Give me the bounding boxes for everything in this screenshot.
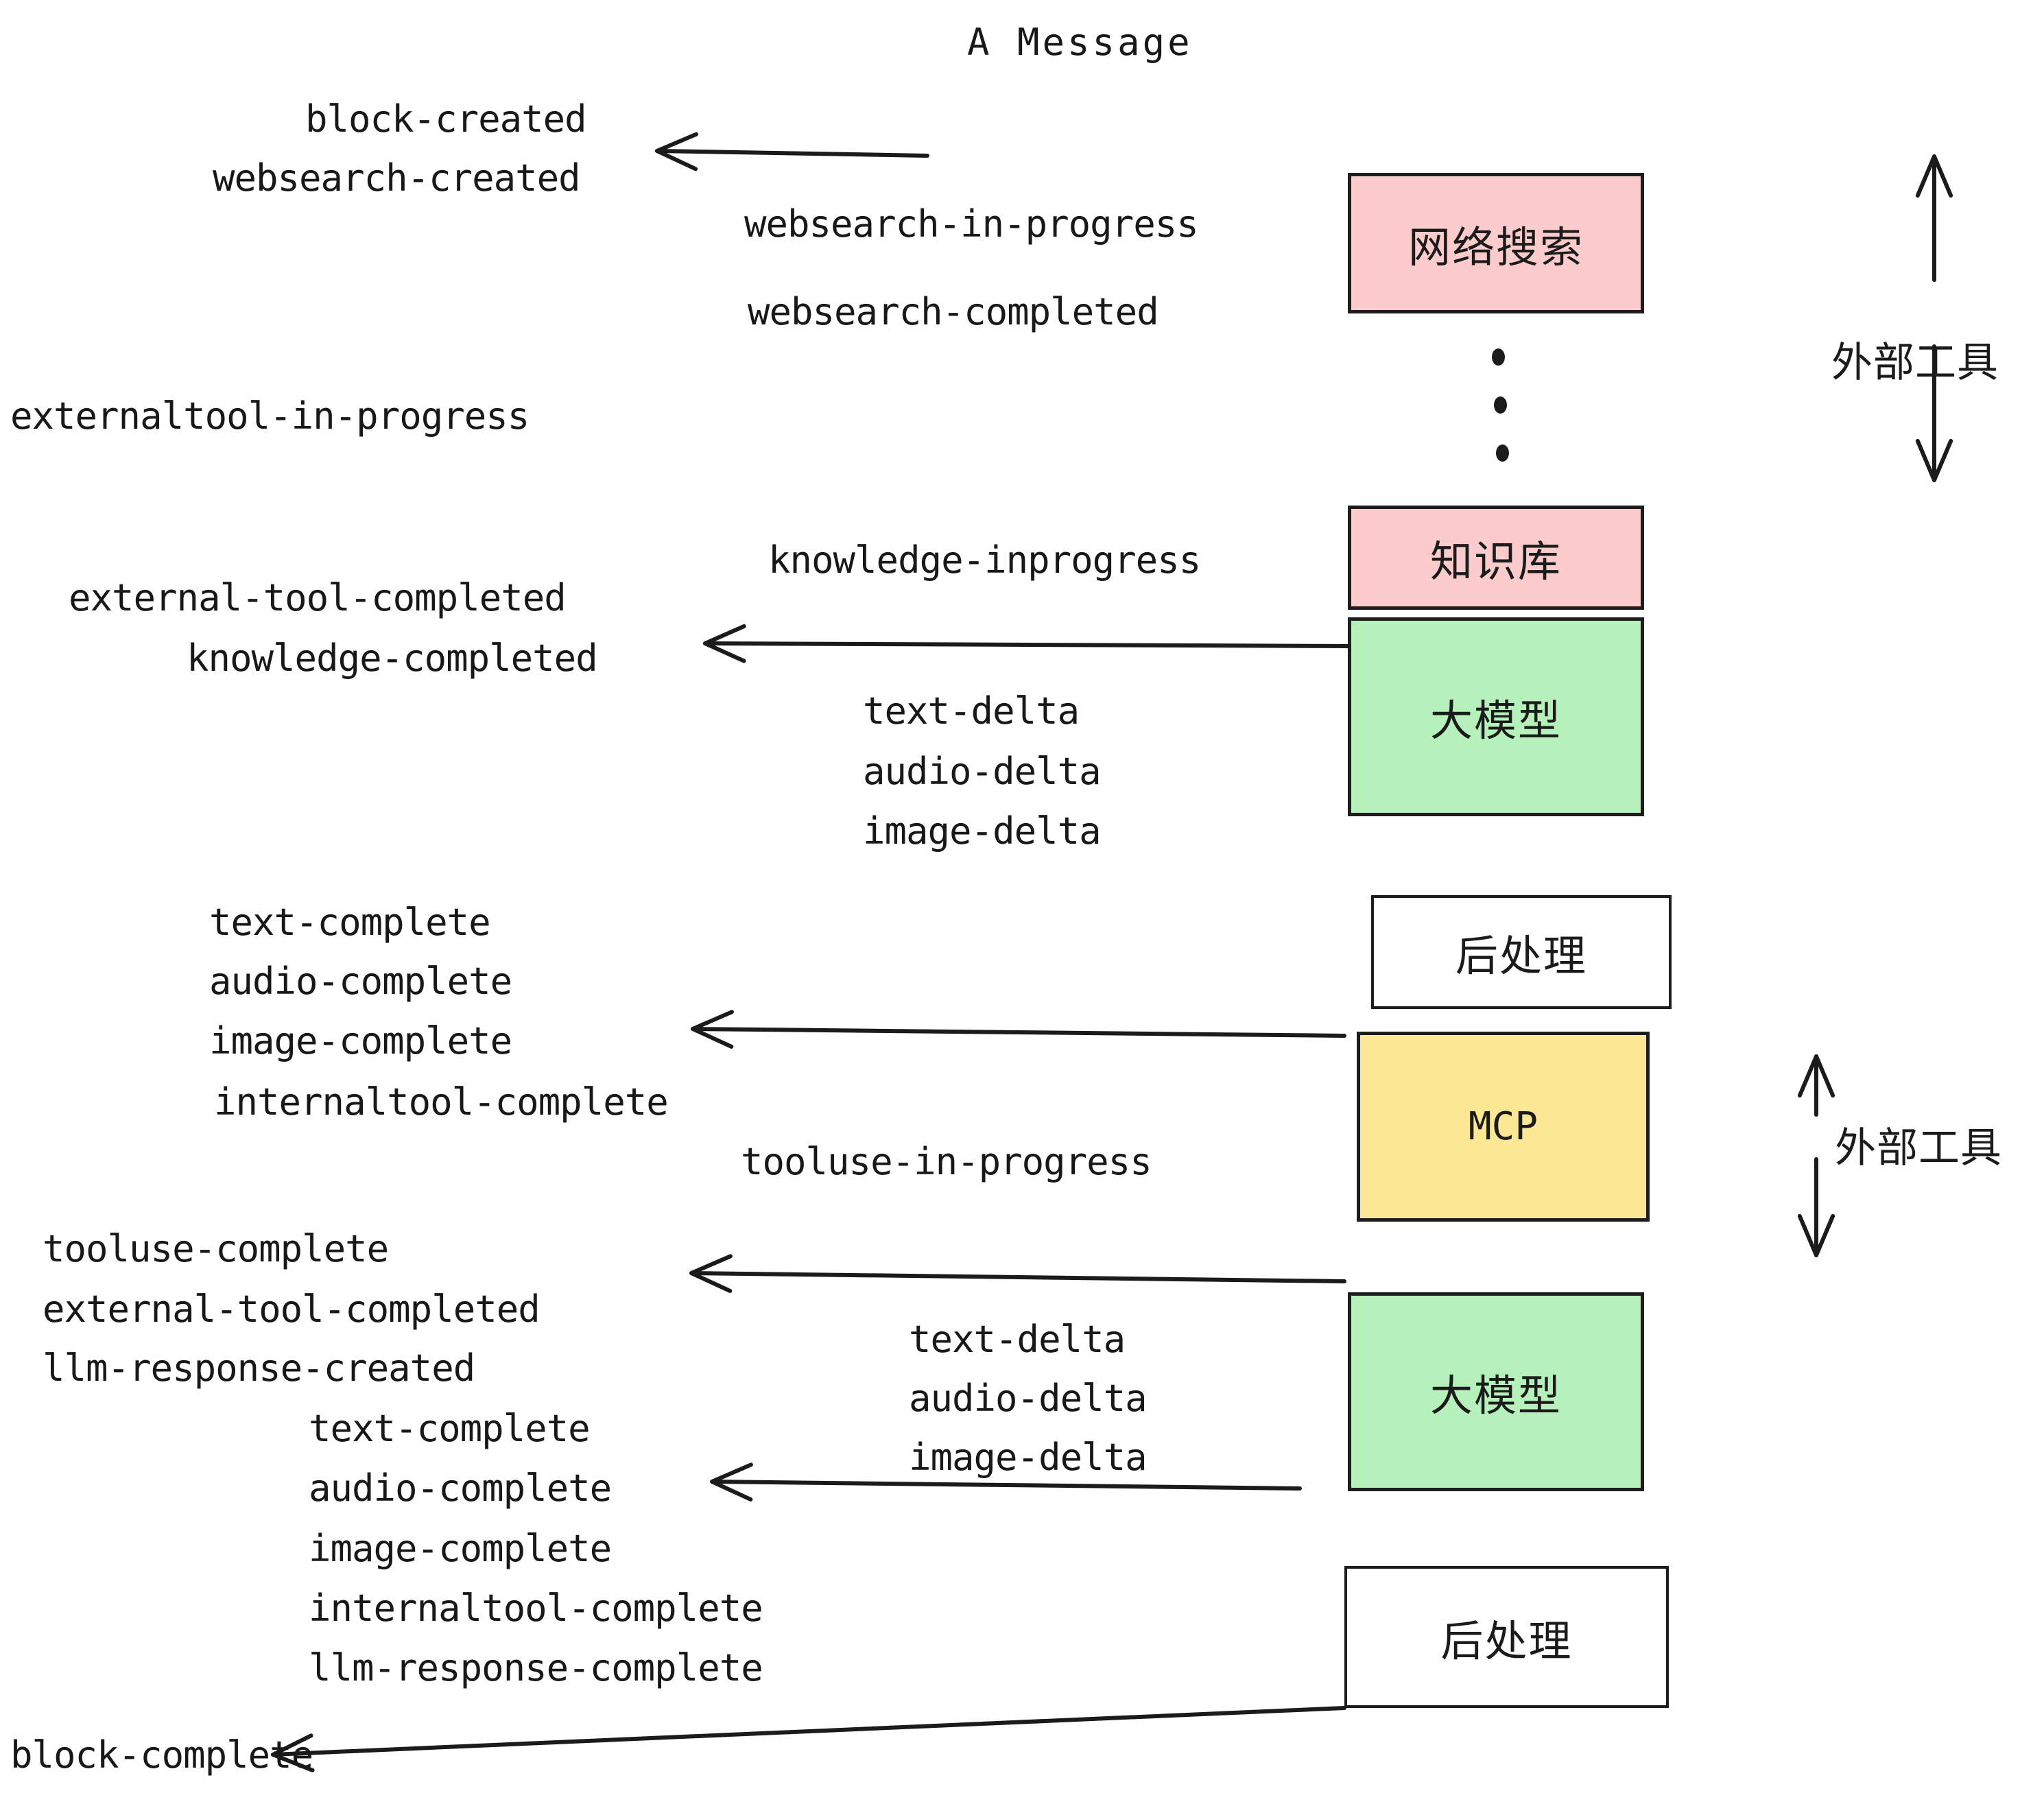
event-label: tooluse-complete	[43, 1227, 389, 1270]
event-label: websearch-created	[213, 156, 581, 200]
event-label: text-complete	[209, 901, 491, 944]
knowledge-done-arrow	[703, 641, 1359, 648]
node-postprocess-2[interactable]: 后处理	[1344, 1566, 1669, 1708]
ellipsis-dot	[1496, 444, 1509, 462]
external-tool-span-mcp-down-head	[1797, 1213, 1835, 1257]
external-tool-span-mcp-up-head	[1797, 1054, 1835, 1098]
event-label: internaltool-complete	[214, 1080, 669, 1124]
ellipsis-dot	[1494, 396, 1507, 414]
external-tool-span-top-up-head	[1915, 154, 1953, 198]
node-llm-2[interactable]: 大模型	[1348, 1292, 1644, 1491]
event-label: websearch-completed	[748, 290, 1159, 333]
node-mcp[interactable]: MCP	[1357, 1032, 1650, 1222]
event-label: text-delta	[909, 1318, 1126, 1361]
event-label: text-delta	[863, 689, 1080, 733]
event-label: knowledge-completed	[187, 637, 598, 680]
event-label: external-tool-completed	[69, 576, 567, 619]
event-label: llm-response-complete	[309, 1646, 763, 1689]
event-label: external-tool-completed	[43, 1287, 540, 1331]
image-complete-arrow	[691, 1027, 1346, 1038]
event-label: block-created	[305, 97, 587, 141]
event-label: audio-delta	[909, 1377, 1148, 1420]
event-label: knowledge-inprogress	[768, 538, 1201, 582]
image-complete-arrow-head	[691, 1010, 734, 1049]
event-label: llm-response-created	[43, 1346, 475, 1390]
node-postprocess-1[interactable]: 后处理	[1371, 895, 1672, 1009]
page-title: A Message	[967, 21, 1193, 64]
audio-complete-arrow-head	[710, 1462, 753, 1502]
block-created-arrow-head	[655, 132, 699, 171]
tooluse-done-arrow-head	[689, 1254, 733, 1293]
group-label-external-tool: 外部工具	[1835, 1124, 2002, 1172]
event-label: audio-complete	[309, 1467, 612, 1510]
event-label: image-complete	[309, 1527, 612, 1570]
event-label: block-complete	[10, 1733, 313, 1777]
audio-complete-arrow	[710, 1480, 1302, 1491]
event-label: image-delta	[909, 1436, 1148, 1479]
event-label: text-complete	[309, 1407, 591, 1450]
tooluse-done-arrow	[689, 1271, 1346, 1283]
ellipsis-dot	[1492, 348, 1505, 366]
event-label: image-delta	[863, 809, 1102, 853]
knowledge-done-arrow-head	[703, 624, 746, 663]
event-label: audio-delta	[863, 750, 1102, 793]
block-created-arrow	[655, 149, 929, 158]
group-label-external-tool: 外部工具	[1831, 339, 1999, 387]
event-label: tooluse-in-progress	[741, 1140, 1152, 1183]
event-label: image-complete	[209, 1019, 512, 1063]
node-websearch[interactable]: 网络搜索	[1348, 173, 1644, 313]
node-knowledge[interactable]: 知识库	[1348, 506, 1644, 610]
event-label: audio-complete	[209, 960, 512, 1003]
external-tool-span-top-down-head	[1915, 438, 1953, 482]
node-llm-1[interactable]: 大模型	[1348, 617, 1644, 816]
event-label: externaltool-in-progress	[10, 394, 530, 438]
event-label: websearch-in-progress	[744, 202, 1199, 246]
event-label: internaltool-complete	[309, 1587, 763, 1630]
block-complete-arrow	[271, 1706, 1346, 1757]
